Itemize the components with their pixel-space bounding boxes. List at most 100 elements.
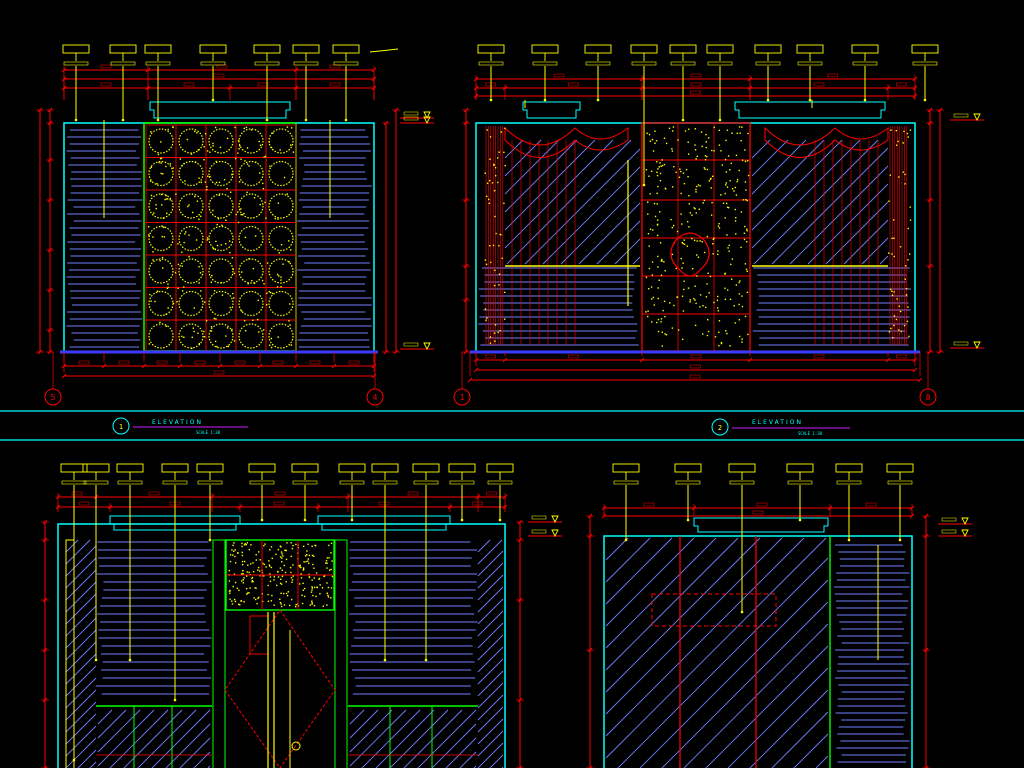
speckle: [232, 585, 234, 588]
leader-tag-text-box: [63, 61, 89, 66]
speckle: [897, 140, 899, 143]
speckle: [213, 317, 216, 320]
speckle: [731, 132, 733, 134]
speckle: [683, 182, 686, 185]
speckle: [234, 555, 236, 558]
speckle: [893, 291, 895, 293]
speckle: [159, 321, 161, 323]
speckle: [660, 165, 662, 167]
dimension-tick: [463, 297, 469, 303]
lattice-circle: [268, 160, 294, 187]
speckle: [657, 255, 659, 258]
speckle: [231, 257, 234, 259]
speckle: [648, 287, 650, 290]
speckle: [738, 169, 740, 172]
speckle: [252, 570, 255, 573]
elevation-4-dimensions: [586, 502, 972, 768]
dimension-tick: [639, 76, 645, 82]
leader-tag-text-box: [852, 61, 878, 66]
speckle: [261, 572, 264, 574]
dimension-text-mark: [485, 354, 496, 359]
speckle: [259, 574, 261, 577]
speckle: [271, 557, 273, 560]
level-marker-triangle: [423, 111, 431, 120]
speckle: [890, 327, 892, 330]
speckle: [252, 267, 255, 270]
speckle: [672, 224, 675, 227]
hatch-stroke: [361, 709, 421, 768]
curtain-valance-left: [504, 126, 629, 158]
speckle: [696, 240, 698, 242]
speckle: [277, 218, 279, 220]
hatch-stroke: [349, 709, 379, 739]
leader-dot: [798, 518, 802, 522]
speckle: [263, 544, 265, 547]
speckle: [504, 318, 506, 320]
leader-dot: [596, 98, 600, 102]
speckle: [902, 171, 905, 173]
speckle: [713, 301, 715, 304]
speckle: [696, 254, 698, 256]
speckle: [247, 283, 249, 285]
speckle: [229, 191, 232, 193]
hatch-stroke: [65, 737, 97, 768]
speckle: [696, 275, 698, 277]
elevation-3-dado-panels: [96, 705, 478, 768]
speckle: [645, 169, 648, 171]
speckle: [726, 234, 728, 236]
speckle: [237, 603, 240, 605]
speckle: [253, 282, 256, 285]
speckle: [298, 583, 301, 585]
speckle: [745, 189, 747, 191]
hatch-stroke: [65, 629, 97, 661]
hatch-stroke: [389, 709, 449, 768]
speckle: [488, 198, 490, 201]
speckle: [670, 218, 672, 221]
speckle: [689, 299, 691, 301]
speckle: [150, 166, 153, 168]
speckle: [693, 239, 696, 242]
speckle: [165, 165, 167, 168]
speckle: [172, 302, 175, 305]
speckle: [331, 575, 334, 578]
speckle: [233, 272, 236, 275]
speckle: [228, 240, 231, 242]
speckle: [493, 284, 496, 287]
speckle: [718, 144, 721, 146]
speckle: [676, 230, 679, 233]
speckle: [203, 301, 206, 303]
speckle: [489, 245, 491, 247]
speckle: [330, 597, 332, 599]
speckle: [647, 232, 650, 235]
speckle: [498, 151, 500, 153]
dimension-tick: [885, 85, 891, 91]
speckle: [647, 310, 649, 312]
dimension-tick: [747, 357, 753, 363]
leader-dot: [923, 98, 927, 102]
dimension-tick: [923, 647, 929, 653]
speckle: [243, 212, 245, 215]
lattice-circle: [208, 290, 234, 317]
speckle: [647, 213, 649, 215]
speckle: [705, 141, 708, 143]
speckle: [192, 211, 194, 214]
dimension-tick: [912, 85, 918, 91]
speckle: [330, 552, 332, 554]
dimension-tick: [315, 504, 321, 510]
leader-tag-text-box: [487, 480, 513, 485]
hatch-stroke: [477, 706, 504, 733]
speckle: [248, 165, 250, 167]
speckle: [738, 319, 741, 321]
speckle: [650, 170, 653, 172]
speckle: [169, 199, 171, 201]
speckle: [232, 268, 234, 270]
speckle: [280, 583, 283, 585]
hatch-stroke: [477, 539, 503, 565]
speckle: [290, 598, 293, 601]
speckle: [216, 244, 219, 247]
leader-tag-text-box: [293, 61, 319, 66]
speckle: [503, 202, 505, 205]
speckle: [672, 126, 675, 128]
hatch-stroke: [605, 537, 827, 759]
speckle: [331, 560, 333, 562]
